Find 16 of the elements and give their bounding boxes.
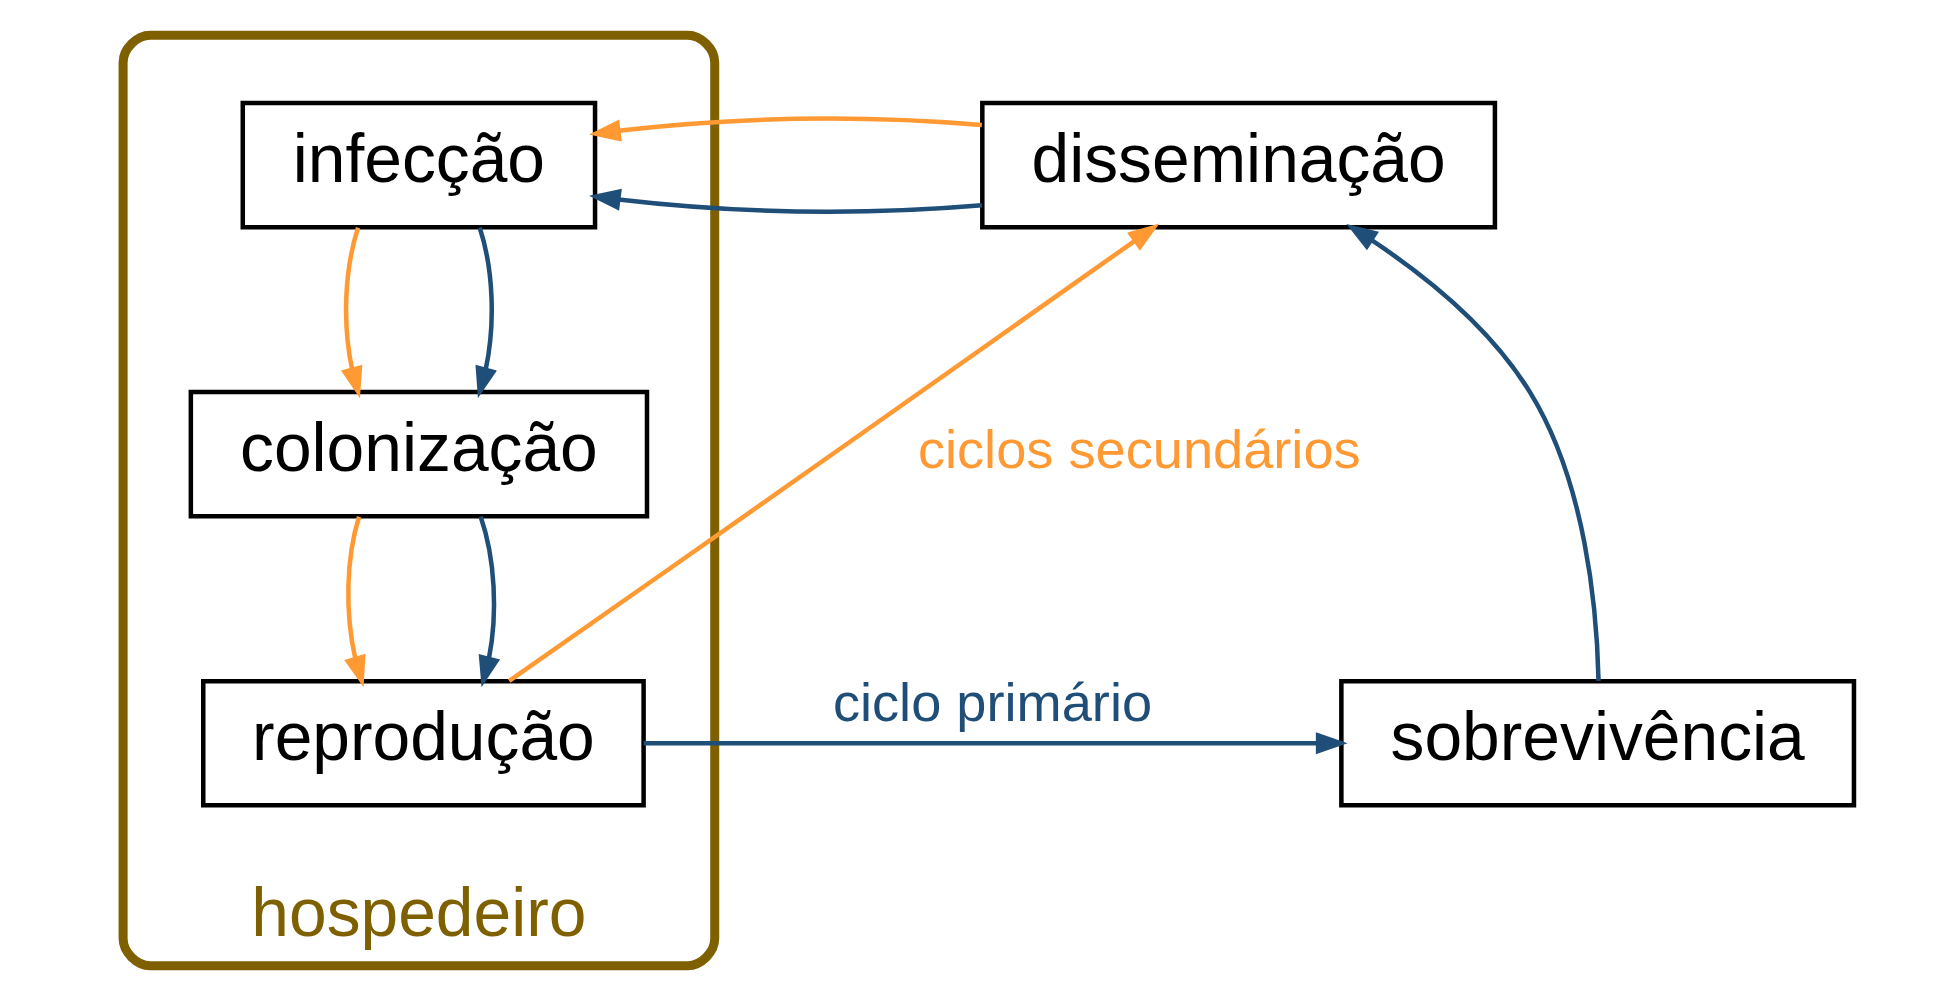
arrow bbox=[643, 732, 1348, 755]
arrow bbox=[589, 188, 983, 214]
node-box: disseminação bbox=[980, 100, 1498, 230]
node-box: colonização bbox=[188, 389, 650, 519]
arrow bbox=[507, 223, 1160, 683]
arrow bbox=[589, 116, 983, 142]
arrow bbox=[344, 516, 366, 688]
arrow bbox=[1346, 223, 1601, 681]
node-box: reprodução bbox=[201, 678, 646, 808]
arrow bbox=[475, 227, 497, 399]
edge-label: ciclo primário bbox=[832, 672, 1153, 733]
node-box: infecção bbox=[240, 100, 598, 230]
arrow bbox=[340, 227, 363, 399]
edge-label: ciclos secundários bbox=[917, 419, 1361, 480]
node-box: sobrevivência bbox=[1339, 678, 1857, 808]
arrow bbox=[478, 516, 501, 688]
